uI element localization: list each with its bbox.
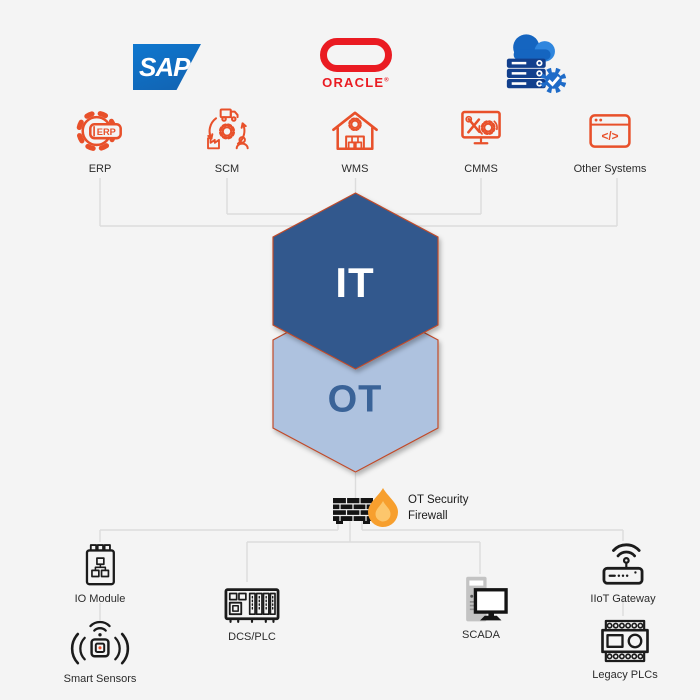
io-module-icon: [85, 544, 115, 586]
device-label: SCADA: [462, 629, 500, 641]
cmms-icon: [461, 110, 501, 145]
device-label: IO Module: [74, 593, 126, 605]
device-legacy-plcs: Legacy PLCs: [580, 616, 670, 682]
system-other: </> Other Systems: [558, 104, 662, 176]
iiot-gateway-icon: [602, 543, 644, 585]
firewall-icon: [333, 498, 373, 524]
system-label: CMMS: [464, 163, 498, 175]
oracle-registered-mark: ®: [384, 77, 390, 84]
svg-text:ERP: ERP: [97, 127, 116, 137]
device-label: Smart Sensors: [63, 673, 137, 685]
it-hexagon: [272, 192, 439, 370]
smart-sensors-icon: [70, 620, 130, 665]
oracle-logo: ORACLE®: [313, 38, 399, 90]
scada-icon: [466, 576, 508, 622]
it-layer-label: IT: [335, 259, 375, 306]
device-label: DCS/PLC: [228, 631, 276, 643]
device-smart-sensors: Smart Sensors: [55, 618, 145, 686]
ot-layer-label: OT: [327, 378, 383, 421]
device-scada: SCADA: [437, 574, 525, 642]
device-label: Legacy PLCs: [592, 669, 658, 681]
flame-icon: [368, 488, 398, 527]
svg-text:</>: </>: [601, 129, 618, 143]
device-io-module: IO Module: [55, 540, 145, 606]
cloud-platform-icon: [506, 34, 567, 94]
system-wms: WMS: [303, 104, 407, 176]
system-label: Other Systems: [573, 163, 647, 175]
system-label: ERP: [88, 163, 112, 175]
wms-icon: [332, 111, 378, 150]
system-scm: SCM: [175, 104, 279, 176]
device-label: IIoT Gateway: [590, 593, 656, 605]
firewall-label: OT Security Firewall: [408, 494, 469, 522]
sap-logo: SAP: [133, 44, 201, 90]
oracle-logo-text: ORACLE: [322, 75, 385, 90]
system-erp: ERP ERP: [48, 104, 152, 176]
system-cmms: CMMS: [429, 104, 533, 176]
device-iiot-gateway: IIoT Gateway: [574, 540, 672, 606]
scm-icon: [207, 108, 249, 150]
device-dcs-plc: DCS/PLC: [205, 582, 299, 644]
oracle-ring-icon: [320, 38, 392, 72]
system-label: SCM: [214, 163, 240, 175]
dcs-plc-icon: [224, 588, 280, 623]
system-label: WMS: [341, 163, 369, 175]
erp-icon: ERP: [76, 110, 122, 152]
other-systems-icon: </>: [589, 114, 631, 148]
sap-logo-text: SAP: [139, 52, 190, 82]
legacy-plcs-icon: [601, 619, 649, 663]
